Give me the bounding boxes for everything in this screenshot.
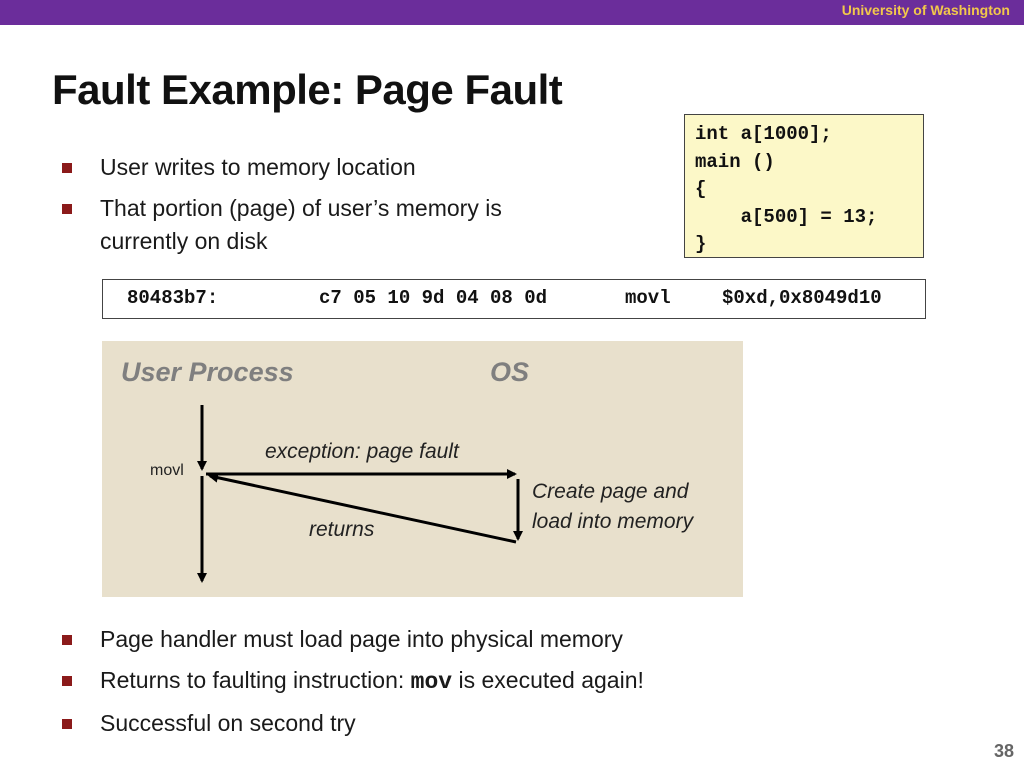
bottom-bullet-list: Page handler must load page into physica… — [62, 623, 822, 748]
bullet-marker-icon — [62, 163, 72, 173]
bullet-marker-icon — [62, 204, 72, 214]
assembly-instruction-box: 80483b7: c7 05 10 9d 04 08 0d movl $0xd,… — [102, 279, 926, 319]
bullet-text-prefix: Returns to faulting instruction: — [100, 667, 411, 693]
bullet-item: Returns to faulting instruction: mov is … — [62, 664, 822, 699]
inline-code: mov — [410, 669, 453, 695]
asm-operands: $0xd,0x8049d10 — [722, 287, 882, 309]
exception-label: exception: page fault — [265, 440, 459, 463]
bullet-item: That portion (page) of user’s memory is … — [62, 192, 582, 258]
institution-label: University of Washington — [841, 2, 1010, 18]
os-action-line-2: load into memory — [532, 510, 694, 533]
bullet-item: User writes to memory location — [62, 151, 582, 184]
os-label: OS — [490, 357, 530, 387]
bullet-text: Successful on second try — [100, 710, 356, 736]
bullet-marker-icon — [62, 719, 72, 729]
asm-address: 80483b7: — [127, 287, 219, 309]
code-snippet-box: int a[1000]; main () { a[500] = 13; } — [684, 114, 924, 258]
bullet-text: Page handler must load page into physica… — [100, 626, 623, 652]
user-process-label: User Process — [121, 357, 294, 387]
code-line: { — [695, 178, 707, 200]
return-arrow — [208, 472, 517, 544]
slide-title: Fault Example: Page Fault — [52, 66, 563, 113]
bullet-marker-icon — [62, 676, 72, 686]
asm-bytes: c7 05 10 9d 04 08 0d — [319, 287, 548, 309]
bullet-text: That portion (page) of user’s memory is … — [100, 195, 502, 254]
code-line: } — [695, 233, 707, 255]
asm-mnemonic: movl — [625, 287, 671, 309]
page-number: 38 — [993, 741, 1014, 761]
bullet-text-suffix: is executed again! — [452, 667, 644, 693]
code-line: int a[1000]; — [695, 123, 832, 145]
top-bullet-list: User writes to memory location That port… — [62, 151, 582, 266]
fault-flow-diagram: User Process OS movl exception: page fau… — [102, 341, 743, 597]
bullet-item: Page handler must load page into physica… — [62, 623, 822, 656]
code-line: a[500] = 13; — [695, 205, 878, 228]
returns-label: returns — [309, 518, 375, 541]
bullet-item: Successful on second try — [62, 707, 822, 740]
header-bar: University of Washington — [0, 0, 1024, 25]
os-action-line-1: Create page and — [532, 480, 689, 503]
flow-arrows — [197, 405, 523, 583]
code-line: main () — [695, 150, 775, 173]
bullet-text: User writes to memory location — [100, 154, 416, 180]
movl-label: movl — [150, 462, 184, 479]
bullet-marker-icon — [62, 635, 72, 645]
